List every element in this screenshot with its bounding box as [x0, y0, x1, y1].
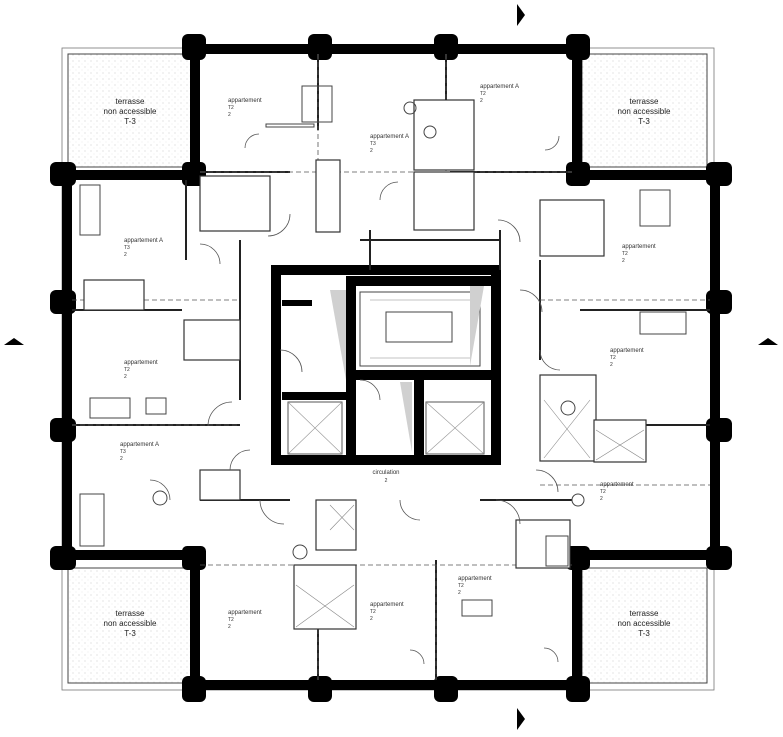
apartment-label: appartement T2 2	[124, 360, 158, 380]
door-swings	[149, 133, 561, 665]
central-core	[271, 265, 501, 465]
apartment-label: appartement T2 2	[458, 576, 492, 596]
apartment-area: 2	[124, 374, 127, 380]
circulation-label: circulation 2	[372, 470, 399, 484]
section-arrow-right-icon	[758, 338, 778, 345]
apartment-area: 2	[622, 258, 625, 264]
apartment-name: appartement	[610, 348, 644, 354]
apartment-type: T3	[370, 141, 376, 147]
exterior-walls	[62, 44, 724, 690]
apartment-area: 2	[370, 148, 373, 154]
terrace-subtitle: non accessible	[104, 619, 157, 628]
apartment-area: 2	[124, 252, 127, 258]
apartment-area: 2	[480, 98, 483, 104]
apartment-label: appartement T2 2	[228, 98, 262, 118]
terrace-title: terrasse	[630, 97, 659, 106]
apartment-name: appartement A	[120, 442, 159, 448]
terrace-code: T-3	[124, 629, 136, 638]
apartment-type: T2	[622, 251, 628, 257]
apartment-name: appartement A	[370, 134, 409, 140]
apartment-type: T2	[228, 105, 234, 111]
apartment-type: T2	[370, 609, 376, 615]
terrace-code: T-3	[124, 117, 136, 126]
apartment-type: T2	[458, 583, 464, 589]
apartment-type: T2	[480, 91, 486, 97]
apartment-label: appartement T2 2	[370, 602, 404, 622]
terrace-subtitle: non accessible	[618, 619, 671, 628]
apartment-label: appartement T2 2	[622, 244, 656, 264]
apartment-label: appartement A T3 2	[370, 134, 409, 154]
section-markers	[4, 4, 778, 730]
section-arrow-left-icon	[4, 338, 24, 345]
apartment-type: T3	[124, 245, 130, 251]
apartment-label: appartement T2 2	[610, 348, 644, 368]
terrace-code: T-3	[638, 117, 650, 126]
apartment-name: appartement A	[124, 238, 163, 244]
staircase	[359, 291, 481, 367]
terrace-subtitle: non accessible	[618, 107, 671, 116]
circulation-area: 2	[385, 478, 388, 484]
apartment-label: appartement A T2 2	[480, 84, 519, 104]
terrace-subtitle: non accessible	[104, 107, 157, 116]
apartment-type: T2	[610, 355, 616, 361]
apartment-name: appartement	[228, 610, 262, 616]
furniture	[79, 85, 687, 617]
circulation-name: circulation	[372, 470, 399, 476]
apartment-label: appartement A T3 2	[124, 238, 163, 258]
terrace-code: T-3	[638, 629, 650, 638]
apartment-name: appartement	[622, 244, 656, 250]
apartment-label: appartement T2 2	[600, 482, 634, 502]
columns	[50, 34, 732, 702]
apartment-name: appartement A	[480, 84, 519, 90]
apartment-type: T2	[228, 617, 234, 623]
apartment-name: appartement	[124, 360, 158, 366]
terrace-bottom-left: terrasse non accessible T-3	[67, 567, 194, 684]
terrace-title: terrasse	[630, 609, 659, 618]
apartment-type: T2	[600, 489, 606, 495]
apartment-type: T3	[120, 449, 126, 455]
apartment-area: 2	[610, 362, 613, 368]
apartment-area: 2	[600, 496, 603, 502]
apartment-name: appartement	[600, 482, 634, 488]
apartment-label: appartement A T3 2	[120, 442, 159, 462]
apartment-name: appartement	[228, 98, 262, 104]
apartment-type: T2	[124, 367, 130, 373]
section-arrow-top-icon	[517, 4, 525, 26]
apartment-labels: appartement T2 2 appartement A T2 2 appa…	[120, 84, 656, 630]
apartment-area: 2	[228, 624, 231, 630]
apartment-name: appartement	[458, 576, 492, 582]
terrace-title: terrasse	[116, 97, 145, 106]
terrace-top-right: terrasse non accessible T-3	[581, 53, 708, 168]
section-arrow-bottom-icon	[517, 708, 525, 730]
elevator-right	[425, 401, 485, 455]
terrace-title: terrasse	[116, 609, 145, 618]
apartment-area: 2	[458, 590, 461, 596]
apartment-label: appartement T2 2	[228, 610, 262, 630]
apartment-area: 2	[120, 456, 123, 462]
apartment-name: appartement	[370, 602, 404, 608]
apartment-area: 2	[370, 616, 373, 622]
apartment-area: 2	[228, 112, 231, 118]
terrace-bottom-right: terrasse non accessible T-3	[581, 567, 708, 684]
elevator-left	[287, 401, 343, 455]
shower-crosses	[295, 399, 645, 628]
terrace-top-left: terrasse non accessible T-3	[67, 53, 194, 168]
